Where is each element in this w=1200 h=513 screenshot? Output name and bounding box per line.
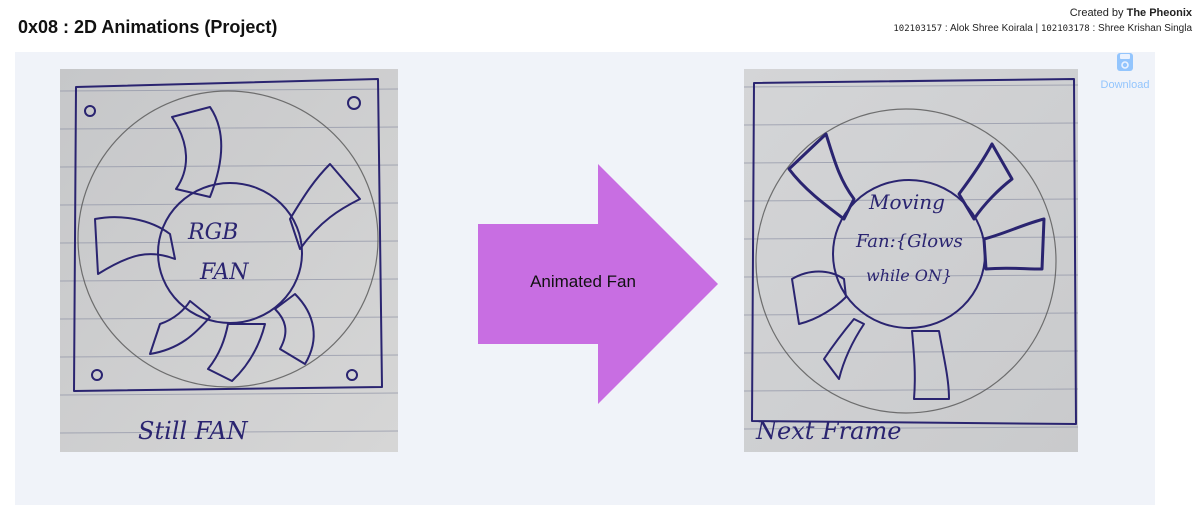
right-caption: Next Frame — [755, 417, 901, 445]
left-caption: Still FAN — [138, 417, 249, 445]
right-center-text-3: while ON} — [866, 266, 952, 285]
author1-id: 102103157 — [893, 24, 943, 34]
authors-line: 102103157 : Alok Shree Koirala | 1021031… — [893, 22, 1192, 36]
right-center-text-2: Fan:{Glows — [855, 231, 963, 252]
left-center-text-1: RGB — [187, 220, 238, 245]
author2-name: : Shree Krishan Singla — [1089, 23, 1192, 34]
download-button[interactable]: Download — [1098, 52, 1152, 91]
left-center-text-2: FAN — [199, 260, 249, 285]
credits: Created by The Pheonix 102103157 : Alok … — [893, 6, 1192, 36]
next-frame-image: Moving Fan:{Glows while ON} Next Frame — [744, 69, 1078, 452]
created-by-prefix: Created by — [1069, 7, 1127, 19]
team-name: The Pheonix — [1126, 7, 1192, 19]
page-title: 0x08 : 2D Animations (Project) — [18, 17, 278, 37]
download-label: Download — [1100, 79, 1150, 91]
author2-id: 102103178 — [1040, 24, 1090, 34]
arrow-label: Animated Fan — [530, 272, 636, 291]
animation-canvas: RGB FAN Still FAN Animated Fan — [15, 52, 1155, 505]
created-by-line: Created by The Pheonix — [893, 6, 1192, 20]
author-separator: | — [1035, 23, 1039, 34]
floppy-disk-icon — [1117, 53, 1133, 71]
animated-fan-arrow: Animated Fan — [478, 164, 722, 404]
arrow-shape — [478, 164, 718, 404]
author1-name: : Alok Shree Koirala — [942, 23, 1033, 34]
right-center-text-1: Moving — [868, 190, 945, 214]
still-fan-image: RGB FAN Still FAN — [60, 69, 398, 452]
